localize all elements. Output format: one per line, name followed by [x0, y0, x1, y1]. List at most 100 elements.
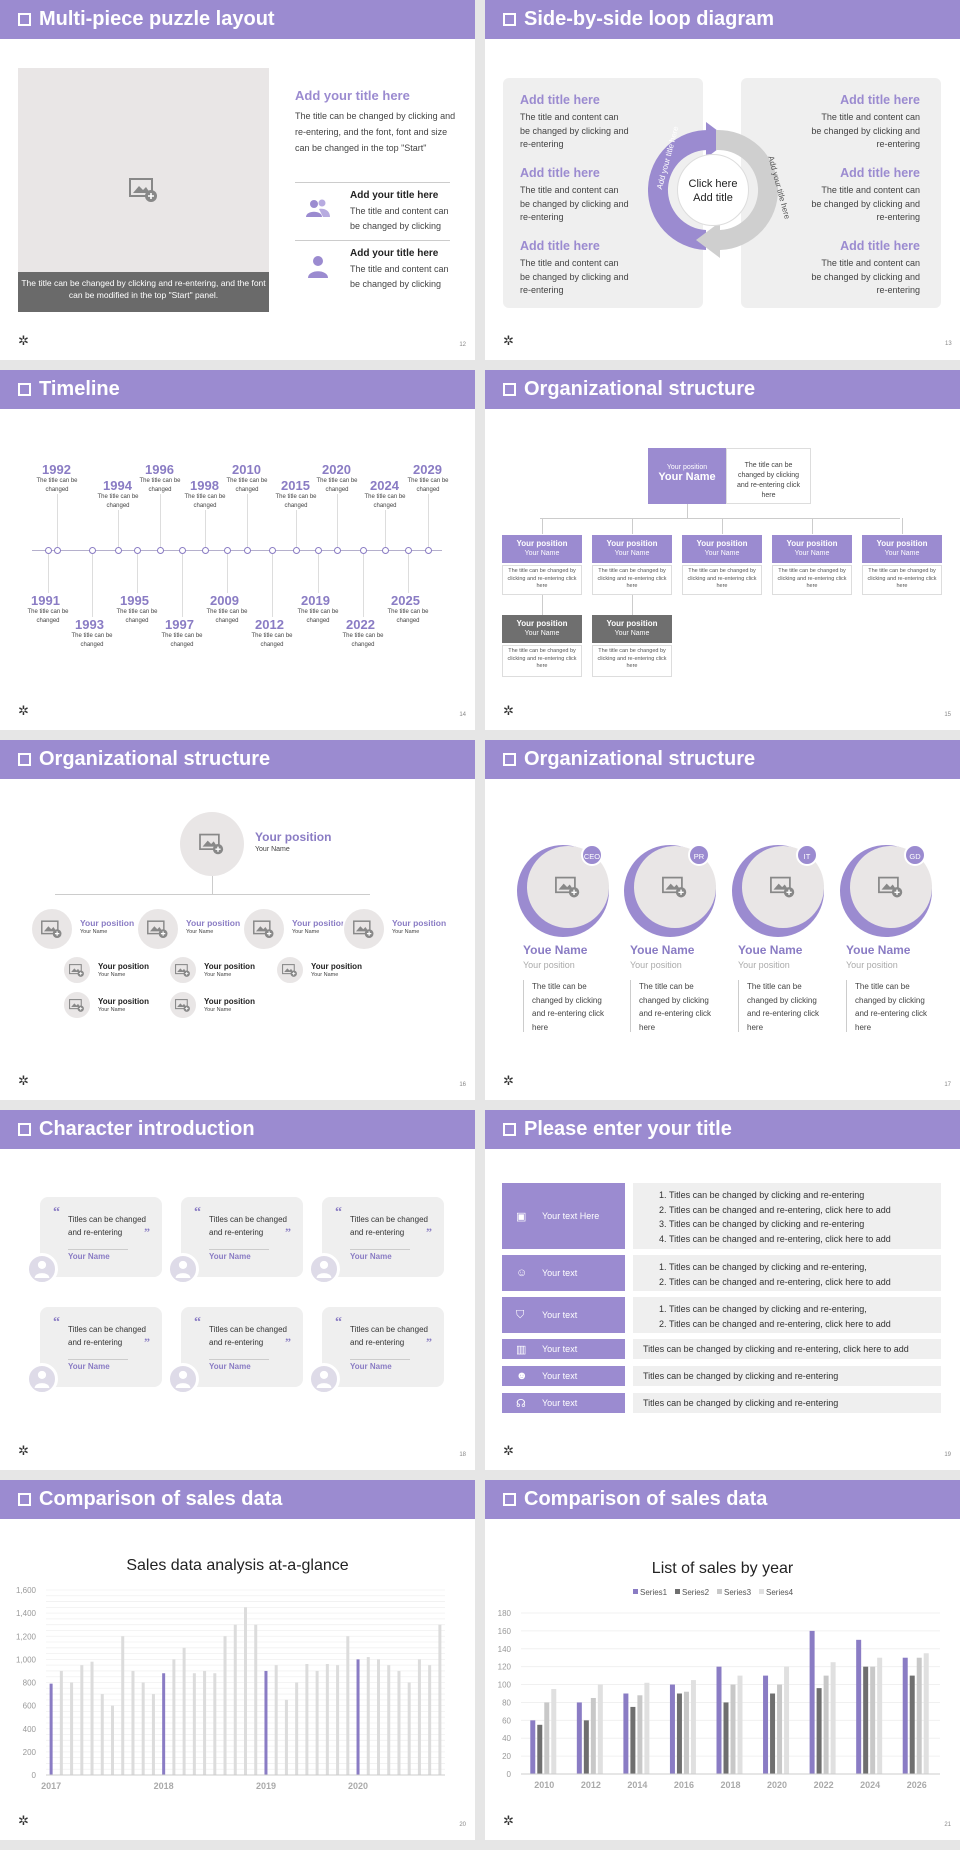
bar — [151, 1694, 155, 1775]
member-position: Your position — [846, 960, 898, 970]
character-avatar[interactable] — [26, 1253, 58, 1285]
character-card[interactable] — [322, 1197, 444, 1277]
character-card[interactable] — [181, 1197, 303, 1277]
page-number: 19 — [944, 1452, 951, 1458]
legend-label: Series3 — [724, 1588, 752, 1597]
bar — [630, 1706, 636, 1774]
divider — [350, 1359, 410, 1360]
row-icon: ▣ — [516, 1210, 527, 1223]
timeline-text: The title can be changed — [251, 633, 293, 648]
character-avatar[interactable] — [167, 1253, 199, 1285]
member-photo[interactable] — [634, 846, 716, 928]
member-photo[interactable] — [527, 846, 609, 928]
org-desc: The title can be changed by clicking and… — [682, 565, 762, 595]
character-quote: Titles can be changed and re-entering — [350, 1325, 428, 1347]
row-label-cell[interactable]: ▥Your text — [502, 1339, 625, 1359]
slide-title-bar: Character introduction — [0, 1110, 475, 1149]
add-image-icon — [69, 963, 84, 977]
member-name: Your Name — [204, 972, 232, 978]
divider — [846, 980, 847, 1032]
member-photo[interactable] — [168, 990, 198, 1020]
member-photo[interactable] — [30, 907, 74, 951]
member-photo[interactable] — [62, 955, 92, 985]
character-card[interactable] — [40, 1197, 162, 1277]
row-text: The title and content can be changed by … — [350, 206, 449, 231]
bar — [683, 1691, 689, 1774]
bar — [377, 1659, 380, 1775]
y-tick-label: 400 — [23, 1725, 37, 1734]
row-list: Titles can be changed by clicking and re… — [643, 1302, 931, 1331]
timeline-stem — [247, 494, 248, 547]
character-avatar[interactable] — [167, 1363, 199, 1395]
member-name: Your Name — [98, 1007, 126, 1013]
org-top-box[interactable]: Your position Your Name — [648, 448, 726, 504]
timeline-stem — [182, 554, 183, 617]
x-tick-label: 2019 — [256, 1781, 276, 1791]
legend-swatch — [675, 1589, 680, 1594]
person-icon — [175, 1260, 191, 1278]
x-tick-label: 2024 — [860, 1780, 880, 1790]
logo-icon: ✲ — [18, 1813, 29, 1828]
member-photo[interactable] — [62, 990, 92, 1020]
loop-left-title: Add title here — [520, 93, 600, 107]
timeline-text: The title can be changed — [206, 609, 248, 624]
member-position: Your position — [98, 997, 149, 1006]
character-card[interactable] — [40, 1307, 162, 1387]
quote-close-icon: ” — [285, 1335, 291, 1349]
character-quote: Titles can be changed and re-entering — [209, 1325, 287, 1347]
row-list-item: Titles can be changed by clicking and re… — [669, 1260, 931, 1275]
row-label-cell[interactable]: ⛉ Your text — [502, 1297, 625, 1333]
character-avatar[interactable] — [308, 1253, 340, 1285]
image-placeholder[interactable] — [18, 68, 269, 312]
character-card[interactable] — [181, 1307, 303, 1387]
row-label: Your text — [542, 1398, 578, 1408]
bar — [576, 1702, 582, 1774]
slide-title: Organizational structure — [39, 748, 271, 770]
connector — [632, 595, 633, 615]
bar — [70, 1682, 74, 1775]
loop-center-text: Click here Add title — [688, 178, 738, 204]
divider — [295, 182, 450, 183]
bar — [737, 1675, 743, 1774]
timeline-stem — [160, 494, 161, 547]
member-position: Your position — [80, 918, 135, 928]
person-icon — [34, 1370, 50, 1388]
bar — [544, 1702, 550, 1774]
row-label-cell[interactable]: ☊Your text — [502, 1393, 625, 1413]
quote-close-icon: ” — [285, 1225, 291, 1239]
timeline-dot — [202, 547, 209, 554]
timeline-stem — [57, 494, 58, 547]
member-photo[interactable] — [168, 955, 198, 985]
org-position: Your position — [696, 539, 748, 548]
character-avatar[interactable] — [308, 1363, 340, 1395]
row-label: Your text — [542, 1310, 578, 1320]
row-label-cell[interactable]: ▣Your text Here — [502, 1183, 625, 1249]
top-photo[interactable] — [180, 812, 244, 876]
row-icon: ⛉ — [516, 1308, 525, 1321]
quote-open-icon: “ — [194, 1205, 201, 1220]
loop-center[interactable]: Click here Add title — [677, 154, 749, 226]
member-photo[interactable] — [275, 955, 305, 985]
bar — [863, 1666, 869, 1774]
character-avatar[interactable] — [26, 1363, 58, 1395]
bar — [111, 1705, 114, 1775]
row-label-cell[interactable]: ☻Your text — [502, 1366, 625, 1386]
bar — [730, 1684, 736, 1774]
member-photo[interactable] — [342, 907, 386, 951]
row-label-cell[interactable]: ☺Your text — [502, 1255, 625, 1291]
bar — [784, 1666, 790, 1774]
character-card[interactable] — [322, 1307, 444, 1387]
person-icon — [34, 1260, 50, 1278]
timeline-text: The title can be changed — [71, 633, 113, 648]
member-photo[interactable] — [242, 907, 286, 951]
divider — [209, 1359, 269, 1360]
person-icon — [316, 1370, 332, 1388]
member-photo[interactable] — [136, 907, 180, 951]
